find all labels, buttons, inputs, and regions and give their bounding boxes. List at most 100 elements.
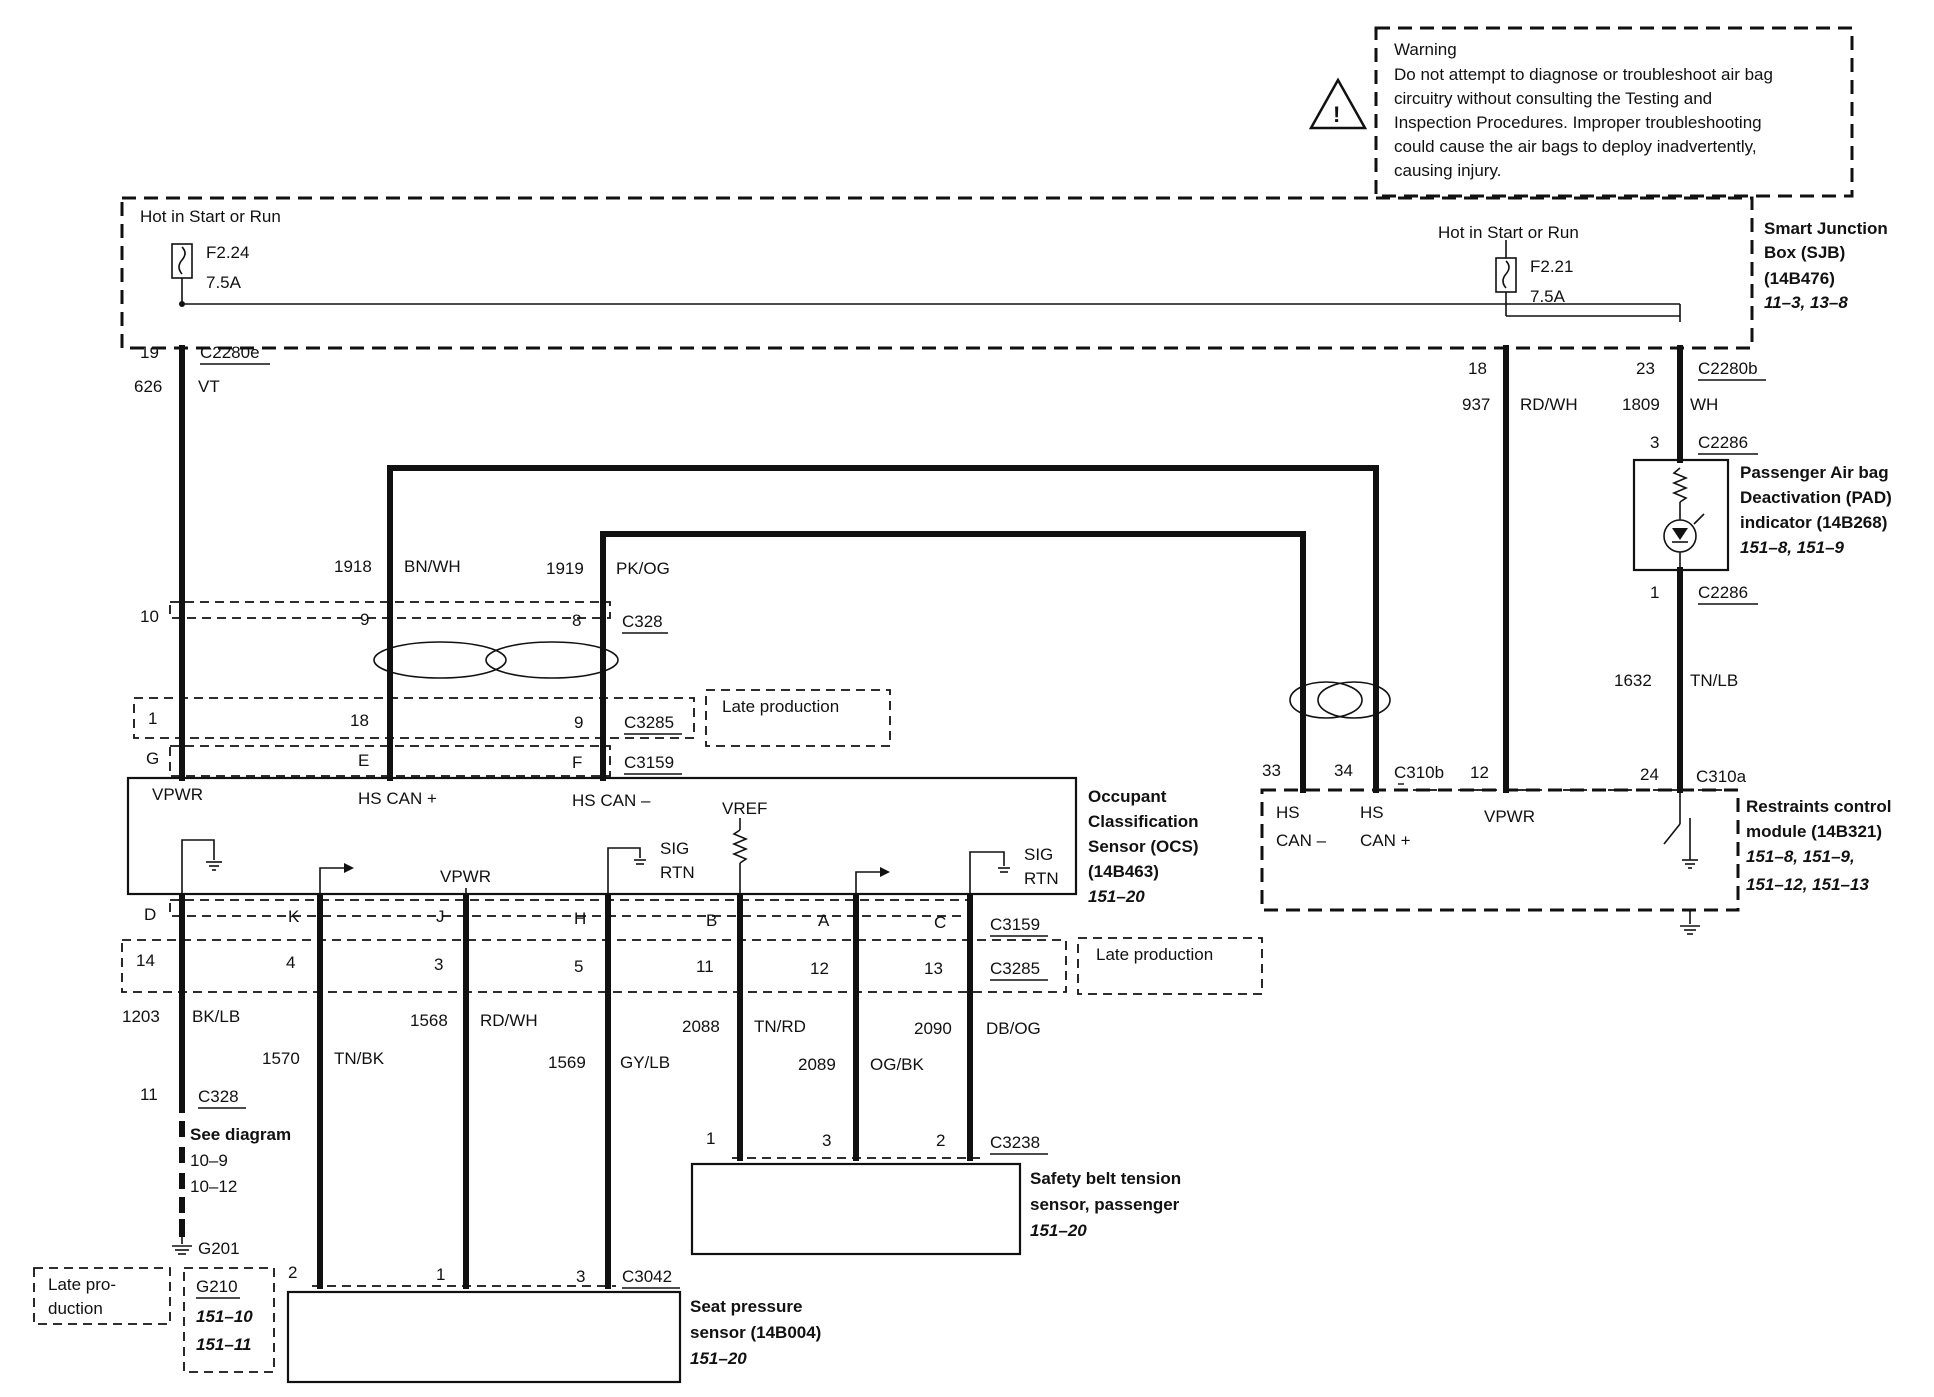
circuit-1918: 1918 [334, 557, 372, 576]
belt-pin: 2 [936, 1131, 945, 1150]
fuse-right-rating: 7.5A [1530, 287, 1566, 306]
twisted-pair-icon [373, 641, 1391, 719]
rcm-conn-a: C310a [1696, 767, 1747, 786]
c3285-upper-name: C3285 [624, 713, 674, 732]
circuit-1568: 1568 [410, 1011, 448, 1030]
c3159-lower-letter: J [436, 907, 445, 926]
belt-name: sensor, passenger [1030, 1195, 1180, 1214]
pad-conn-bottom: C2286 [1698, 583, 1748, 602]
c3159-lower-letter: A [818, 911, 830, 930]
can-labels: 1918 BN/WH 1919 PK/OG [334, 557, 670, 578]
late-production-note-2: Late pro- [48, 1275, 116, 1294]
pad-name: indicator (14B268) [1740, 513, 1887, 532]
ground-g210-ref: 151–10 [196, 1307, 253, 1326]
warning-line: Do not attempt to diagnose or troublesho… [1394, 65, 1773, 84]
pad-name: Passenger Air bag [1740, 463, 1889, 482]
circuit-1919: 1919 [546, 559, 584, 578]
rcm-vpwr: VPWR [1484, 807, 1535, 826]
c328-pin: 10 [140, 607, 159, 626]
ocs-vref: VREF [722, 799, 767, 818]
rcm-pin-12: 12 [1470, 763, 1489, 782]
safety-belt-sensor: 1 3 2 C3238 Safety belt tension sensor, … [690, 1129, 1181, 1256]
belt-name: Safety belt tension [1030, 1169, 1181, 1188]
color-dbog: DB/OG [986, 1019, 1041, 1038]
ocs-rtn-2: RTN [1024, 869, 1059, 888]
ocs-name: Classification [1088, 812, 1199, 831]
rcm-pin-33: 33 [1262, 761, 1281, 780]
c3159-upper-pin: E [358, 751, 369, 770]
color-bklb: BK/LB [192, 1007, 240, 1026]
seat-pressure-sensor: 2 1 3 C3042 Seat pressure sensor (14B004… [286, 1263, 821, 1384]
color-vt: VT [198, 377, 220, 396]
c328-pin: 8 [572, 611, 581, 630]
ground-section: 11 C328 See diagram 10–9 10–12 G201 Late… [33, 1085, 291, 1373]
rcm-name: Restraints control [1746, 797, 1891, 816]
ground-pin: 11 [140, 1085, 158, 1104]
pin-23: 23 [1636, 359, 1655, 378]
warning-title: Warning [1394, 40, 1457, 59]
c3285-lower-pin: 11 [696, 957, 714, 976]
warning-triangle-icon [1308, 77, 1368, 130]
restraints-control-module: 33 34 C310b 12 24 C310a HS CAN – HS CAN … [1260, 761, 1891, 935]
top-right-labels: 18 937 RD/WH 23 C2280b 1809 WH [1462, 359, 1766, 414]
fuse-left-rating: 7.5A [206, 273, 242, 292]
circuit-1809: 1809 [1622, 395, 1660, 414]
c3285-lower-pin: 13 [924, 959, 943, 978]
seat-pin: 1 [436, 1265, 445, 1284]
conn-c2280e: C2280e [200, 343, 260, 362]
rcm-hs1: CAN – [1276, 831, 1327, 850]
fuse-left-id: F2.24 [206, 243, 249, 262]
c328-name: C328 [622, 612, 663, 631]
lower-wire-labels: 1203 BK/LB 1570 TN/BK 1568 RD/WH 1569 GY… [122, 1007, 1041, 1074]
rcm-pin-34: 34 [1334, 761, 1353, 780]
warning-line: causing injury. [1394, 161, 1501, 180]
c3285-upper-pin: 18 [350, 711, 369, 730]
rcm-hs1: HS [1276, 803, 1300, 822]
sjb-name: Smart Junction [1764, 219, 1888, 238]
color-pkog: PK/OG [616, 559, 670, 578]
pad-pin-top: 3 [1650, 433, 1659, 452]
color-rdwh: RD/WH [1520, 395, 1578, 414]
seat-refs: 151–20 [690, 1349, 747, 1368]
late-production-note-2: duction [48, 1299, 103, 1318]
warning-exclamation-icon: ! [1333, 102, 1340, 127]
c3159-upper-pin: F [572, 753, 582, 772]
connector-c328: 10 9 8 C328 [140, 601, 668, 634]
warning-box: ! Warning Do not attempt to diagnose or … [1308, 26, 1854, 198]
c3285-lower-name: C3285 [990, 959, 1040, 978]
conn-c2280b: C2280b [1698, 359, 1758, 378]
c3285-upper-pin: 9 [574, 713, 583, 732]
color-wh: WH [1690, 395, 1718, 414]
connector-c3159-lower: D K J H B A C C3159 [144, 899, 1048, 937]
warning-line: circuitry without consulting the Testing… [1394, 89, 1712, 108]
color-bnwh: BN/WH [404, 557, 461, 576]
c3285-lower-pin: 4 [286, 953, 295, 972]
wires [179, 345, 1683, 1289]
seat-conn: C3042 [622, 1267, 672, 1286]
pin-19: 19 [140, 343, 159, 362]
ocs-sig-1: SIG [660, 839, 689, 858]
see-diagram-ref: 10–12 [190, 1177, 237, 1196]
c3159-upper-name: C3159 [624, 753, 674, 772]
fuse-right-id: F2.21 [1530, 257, 1573, 276]
color-rdwh: RD/WH [480, 1011, 538, 1030]
pin-18: 18 [1468, 359, 1487, 378]
color-tnbk: TN/BK [334, 1049, 385, 1068]
belt-refs: 151–20 [1030, 1221, 1087, 1240]
seat-name: Seat pressure [690, 1297, 802, 1316]
color-gylb: GY/LB [620, 1053, 670, 1072]
connector-c3285-lower: 14 4 3 5 11 12 13 C3285 Late production [121, 937, 1263, 995]
belt-pin: 3 [822, 1131, 831, 1150]
rcm-hs2: HS [1360, 803, 1384, 822]
late-production-note: Late production [722, 697, 839, 716]
rcm-hs2: CAN + [1360, 831, 1411, 850]
ground-g210-ref: 151–11 [196, 1335, 251, 1354]
ocs-module: VPWR HS CAN + HS CAN – VREF VPWR SIG RTN… [126, 776, 1199, 906]
ground-g210: G210 [196, 1277, 238, 1296]
pad-indicator: 3 C2286 1 C2286 Passenger Air bag Deacti… [1614, 433, 1892, 690]
c3285-lower-pin: 5 [574, 957, 583, 976]
c3159-lower-name: C3159 [990, 915, 1040, 934]
connector-c3159-upper: G E F C3159 [146, 745, 682, 777]
